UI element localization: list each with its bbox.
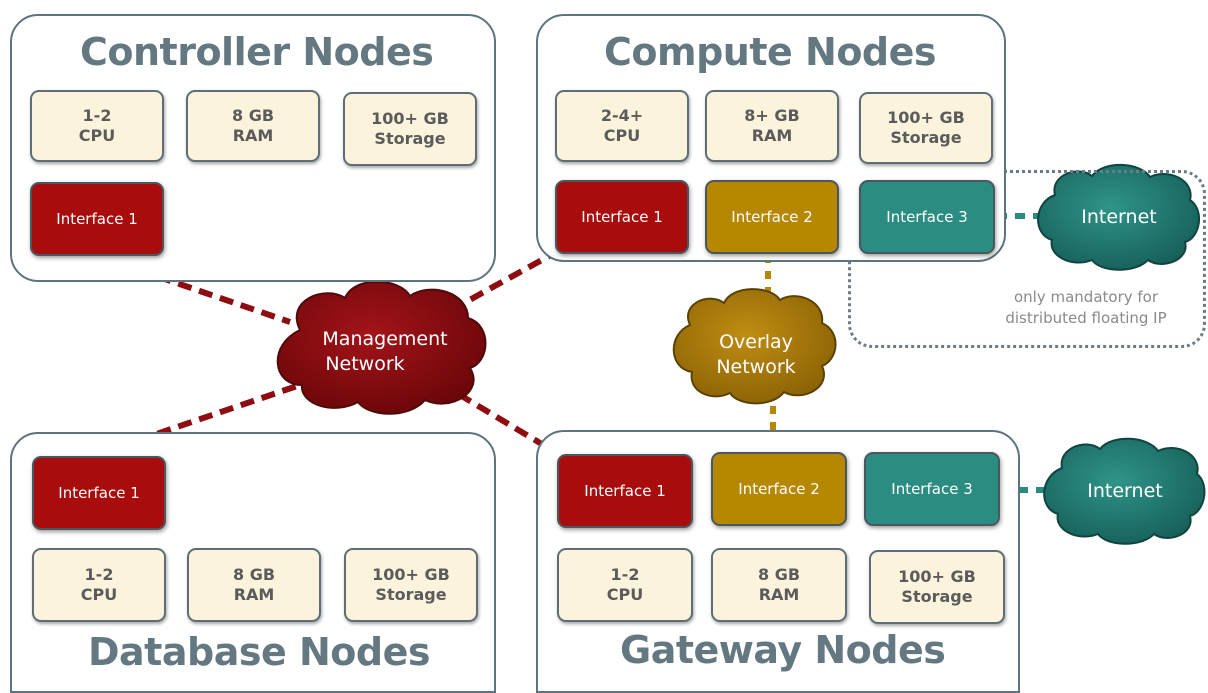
controller-storage-spec: 100+ GB Storage [343, 92, 477, 166]
compute-cpu-label: CPU [603, 126, 641, 145]
gateway-cpu-value: 1-2 [610, 565, 640, 584]
database-cpu-spec: 1-2 CPU [32, 548, 166, 622]
management-label-line-1: Management [322, 328, 448, 350]
internet-cloud-bottom [1043, 437, 1206, 545]
compute-ram-label: RAM [751, 126, 793, 145]
controller-interface-1: Interface 1 [30, 182, 164, 256]
management-network-label: Management Network [290, 322, 480, 382]
gateway-storage-label: Storage [901, 587, 973, 606]
floating-ip-note: only mandatory for distributed floating … [966, 287, 1206, 329]
note-line-1: only mandatory for [1013, 288, 1159, 306]
compute-ram-value: 8+ GB [744, 106, 800, 125]
internet-label-bottom: Internet [1087, 479, 1163, 502]
overlay-label-line-1: Overlay [719, 331, 793, 353]
controller-cpu-spec: 1-2 CPU [30, 90, 164, 162]
compute-storage-value: 100+ GB [887, 108, 965, 127]
overlay-network-label: Overlay Network [686, 325, 826, 385]
compute-interface-2: Interface 2 [705, 180, 839, 254]
gateway-interface-2: Interface 2 [711, 452, 847, 526]
database-storage-value: 100+ GB [372, 565, 450, 584]
overlay-label-line-2: Network [716, 356, 796, 378]
database-storage-label: Storage [375, 585, 447, 604]
gateway-nodes-title: Gateway Nodes [620, 628, 946, 672]
gateway-ram-label: RAM [758, 585, 800, 604]
compute-nodes-title: Compute Nodes [604, 30, 937, 74]
link-database-management [94, 382, 301, 458]
controller-ram-spec: 8 GB RAM [186, 90, 320, 162]
internet-label-top: Internet [1081, 205, 1157, 228]
compute-interface-1: Interface 1 [555, 180, 689, 254]
database-storage-spec: 100+ GB Storage [344, 548, 478, 622]
gateway-storage-spec: 100+ GB Storage [869, 550, 1005, 624]
database-ram-spec: 8 GB RAM [187, 548, 321, 622]
controller-storage-value: 100+ GB [371, 109, 449, 128]
database-cpu-label: CPU [80, 585, 118, 604]
compute-cpu-value: 2-4+ [600, 106, 644, 125]
controller-ram-label: RAM [232, 126, 274, 145]
database-nodes-title: Database Nodes [88, 630, 430, 674]
note-line-2: distributed floating IP [1005, 309, 1167, 327]
compute-cpu-spec: 2-4+ CPU [555, 90, 689, 162]
overlay-network-cloud [672, 288, 837, 405]
compute-interface-3: Interface 3 [859, 180, 995, 254]
controller-cpu-value: 1-2 [82, 106, 112, 125]
controller-cpu-label: CPU [78, 126, 116, 145]
database-ram-label: RAM [233, 585, 275, 604]
gateway-ram-value: 8 GB [757, 565, 801, 584]
internet-cloud-top [1037, 163, 1200, 271]
management-network-cloud [276, 280, 487, 415]
gateway-ram-spec: 8 GB RAM [711, 548, 847, 622]
gateway-interface-3: Interface 3 [864, 452, 1000, 526]
compute-storage-label: Storage [890, 128, 962, 147]
gateway-cpu-label: CPU [606, 585, 644, 604]
database-interface-1: Interface 1 [32, 456, 166, 530]
database-ram-value: 8 GB [232, 565, 276, 584]
gateway-storage-value: 100+ GB [898, 567, 976, 586]
compute-ram-spec: 8+ GB RAM [705, 90, 839, 162]
management-label-line-2: Network [325, 353, 405, 375]
compute-storage-spec: 100+ GB Storage [859, 92, 993, 164]
gateway-interface-1: Interface 1 [557, 454, 693, 528]
gateway-cpu-spec: 1-2 CPU [557, 548, 693, 622]
link-compute-management [453, 247, 562, 311]
controller-storage-label: Storage [374, 129, 446, 148]
controller-nodes-title: Controller Nodes [80, 30, 434, 74]
database-cpu-value: 1-2 [84, 565, 114, 584]
controller-ram-value: 8 GB [231, 106, 275, 125]
